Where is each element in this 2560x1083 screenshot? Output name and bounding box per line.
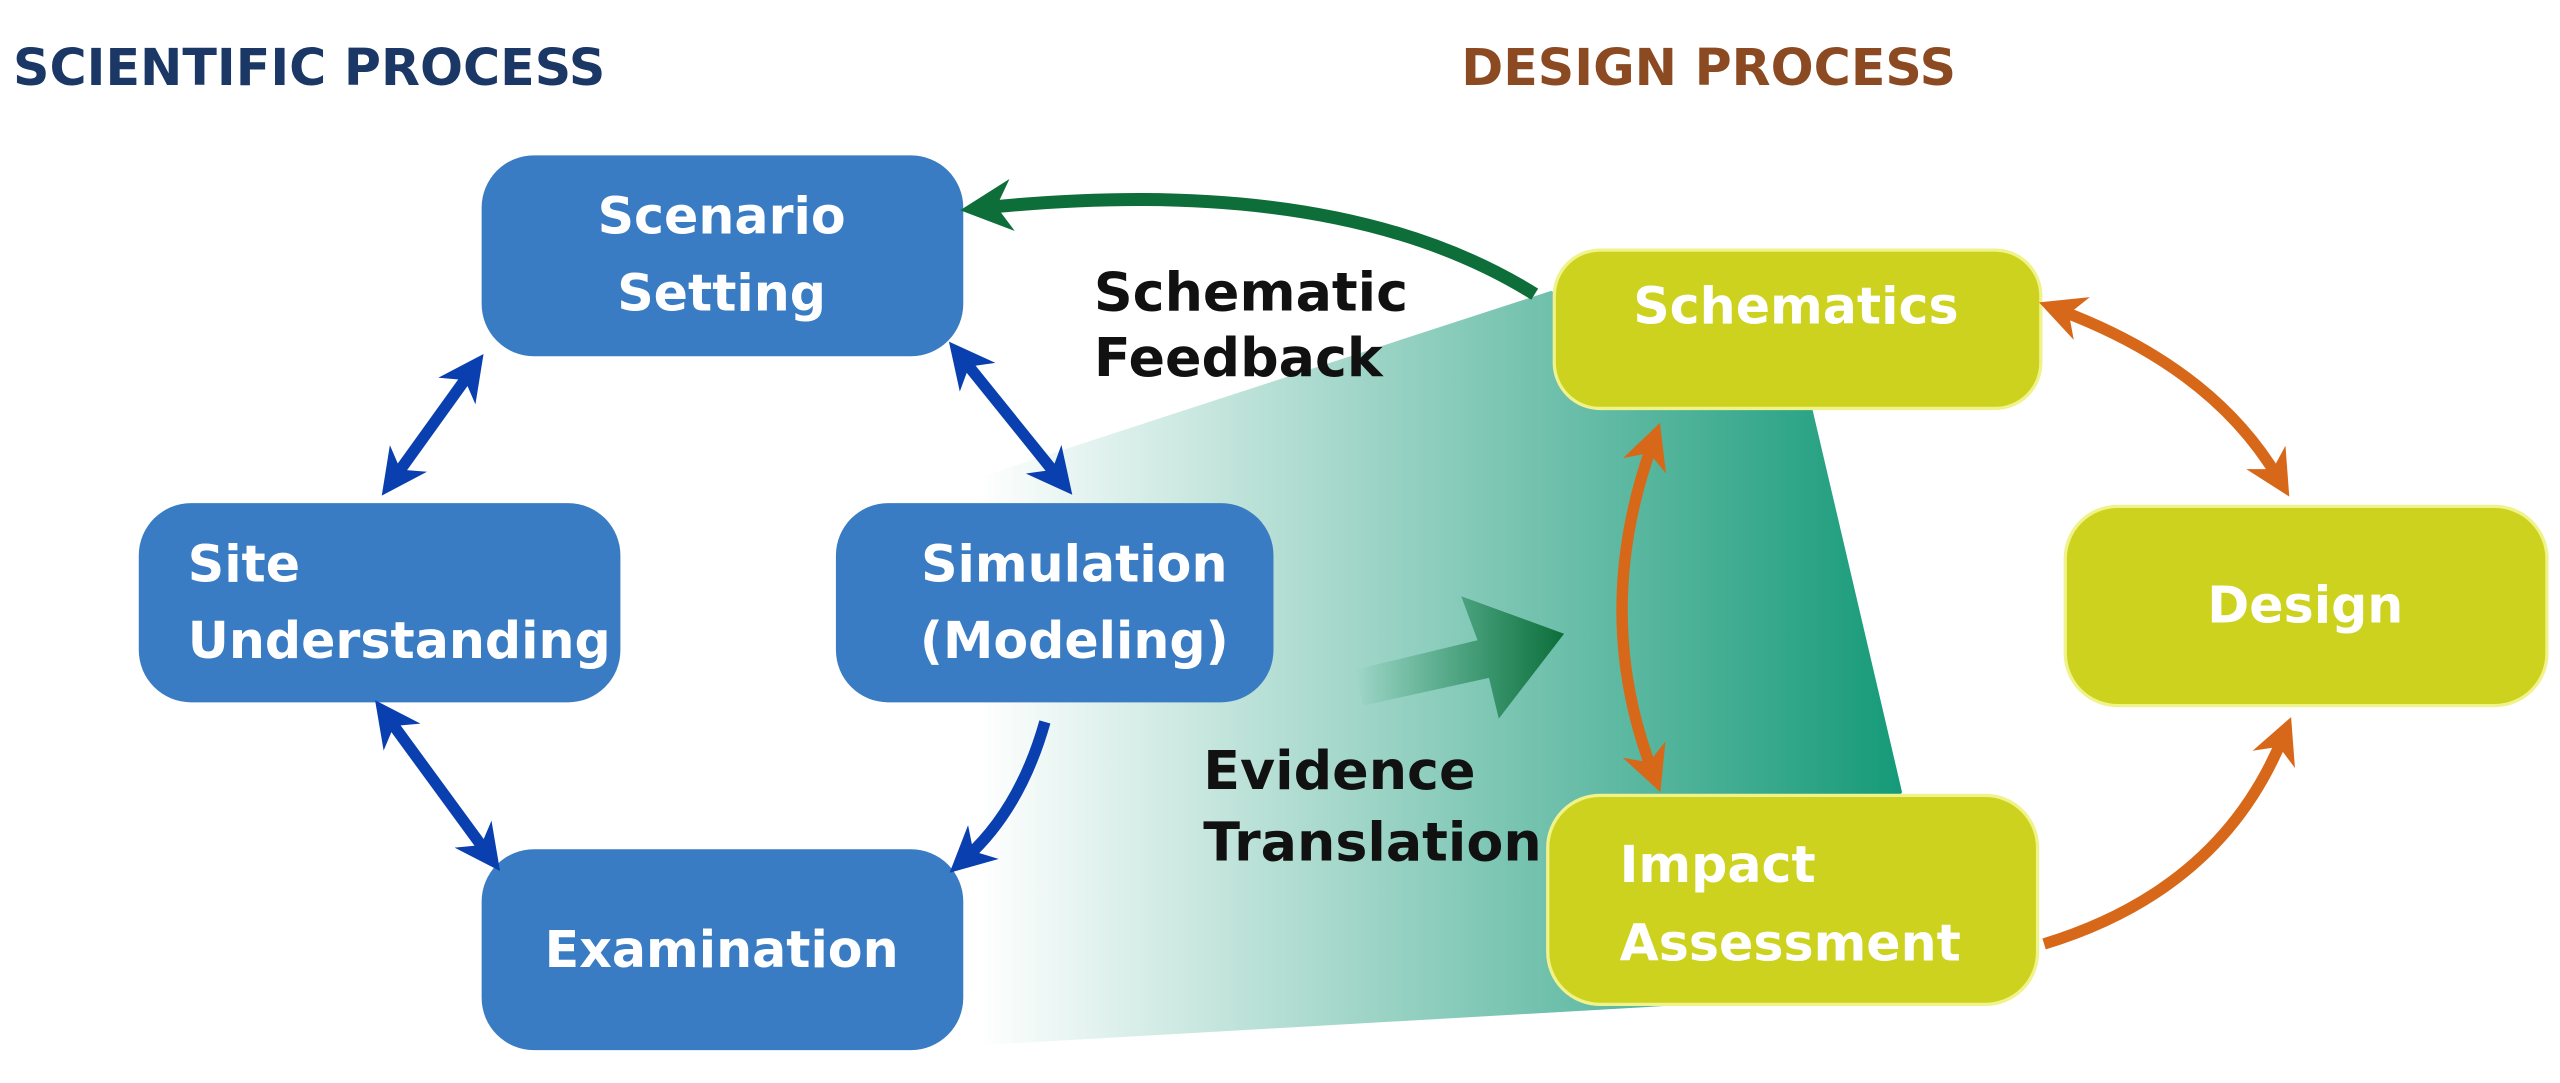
node-examination[interactable]: Examination: [481, 849, 964, 1051]
node-site-understanding[interactable]: Site Understanding: [138, 503, 621, 703]
node-label: Assessment: [1620, 913, 1961, 972]
evidence-label: Evidence: [1203, 739, 1475, 802]
feedback-label: Schematic: [1094, 260, 1408, 323]
arrow-scenario-simulation: [948, 341, 1073, 495]
scientific-process-title: SCIENTIFIC PROCESS: [13, 38, 605, 97]
node-impact-assessment[interactable]: Impact Assessment: [1546, 793, 2040, 1006]
arrow-simulation-examination: [949, 720, 1051, 873]
arrow-scenario-site: [381, 353, 484, 496]
node-label: Schematics: [1633, 277, 1958, 336]
node-label: Understanding: [188, 611, 611, 670]
node-simulation-modeling[interactable]: Simulation (Modeling): [835, 503, 1274, 703]
arrow-site-examination: [375, 700, 501, 871]
arrow-impact-design: [2042, 717, 2295, 950]
arrow-schematics-design: [2039, 297, 2290, 497]
node-design[interactable]: Design: [2063, 504, 2549, 708]
node-label: Scenario: [598, 187, 846, 246]
node-label: Examination: [545, 920, 899, 979]
evidence-translation-arrow: [1355, 596, 1565, 719]
schematic-feedback-arrow: [960, 178, 1539, 300]
arrow-schematics-impact: [1616, 422, 1667, 793]
design-process-title: DESIGN PROCESS: [1461, 38, 1956, 97]
node-label: Impact: [1620, 835, 1816, 894]
node-schematics[interactable]: Schematics: [1552, 248, 2043, 411]
node-scenario-setting[interactable]: Scenario Setting: [481, 155, 964, 357]
feedback-label: Feedback: [1094, 326, 1384, 389]
node-label: (Modeling): [920, 611, 1229, 670]
node-label: Design: [2207, 575, 2403, 634]
node-label: Simulation: [921, 534, 1227, 593]
evidence-label: Translation: [1203, 811, 1542, 874]
node-label: Setting: [617, 263, 826, 322]
node-label: Site: [188, 534, 300, 593]
